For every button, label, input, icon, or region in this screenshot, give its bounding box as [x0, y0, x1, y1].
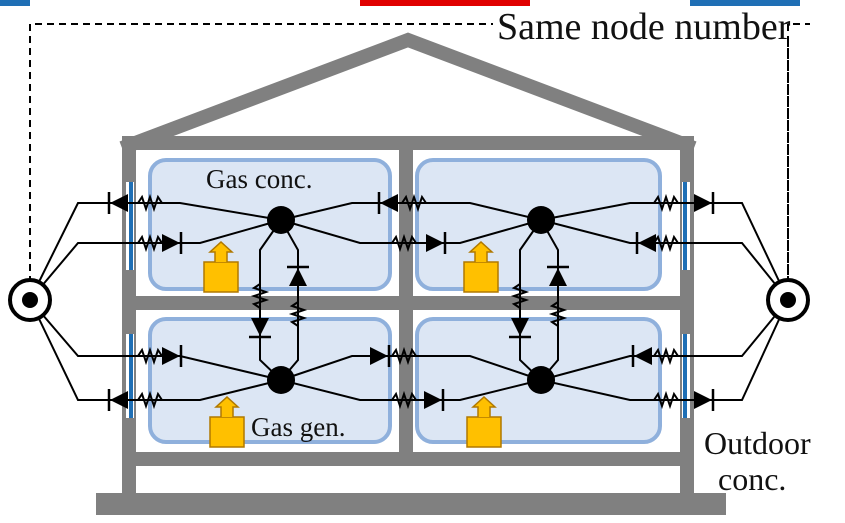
outdoor-label-line2: conc.	[718, 461, 787, 497]
outdoor-node-right	[766, 278, 810, 322]
opening-upper-left	[129, 182, 133, 270]
node-upper-right	[527, 206, 555, 234]
node-upper-left	[267, 206, 295, 234]
resistors	[137, 193, 679, 410]
roof	[119, 32, 697, 155]
ground-floor	[122, 452, 694, 466]
gas-generation-label: Gas gen.	[251, 412, 346, 442]
same-node-link-left	[29, 23, 493, 283]
opening-upper-right	[683, 182, 687, 270]
opening-lower-left	[129, 334, 133, 418]
middle-floor	[122, 296, 694, 310]
opening-lower-right	[683, 334, 687, 418]
outdoor-label-line1: Outdoor	[704, 425, 811, 461]
gas-concentration-label: Gas conc.	[206, 164, 313, 194]
node-lower-right	[527, 366, 555, 394]
node-lower-left	[267, 366, 295, 394]
same-node-link-right	[787, 23, 810, 283]
foundation	[96, 493, 726, 515]
room-nodes	[267, 206, 555, 394]
outdoor-node-left	[8, 278, 52, 322]
wall-openings	[126, 182, 690, 418]
same-node-label: Same node number	[497, 6, 791, 48]
